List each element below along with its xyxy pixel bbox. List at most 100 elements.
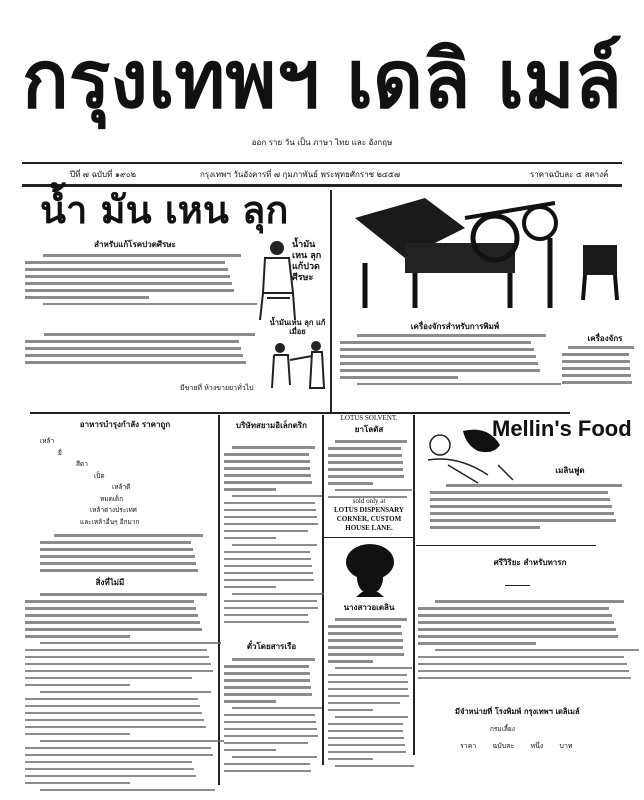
text-line [224,678,311,682]
text-line [224,727,318,731]
text-line [224,713,316,717]
masthead-subtitle: ออก ราย วัน เป็น ภาษา ไทย และ อังกฤษ [251,138,393,147]
text-line [328,736,405,740]
text-line [224,508,317,512]
text-line [25,767,195,771]
text-line [25,781,130,785]
text-line [340,361,538,365]
text-line [418,641,537,645]
illustration-caption: น้ำมันเหน ลุก แก้เมื่อย [269,318,326,336]
text-line [430,511,614,515]
text-line [25,718,204,722]
text-line [334,618,407,621]
text-line [430,518,616,522]
lotus-en-title: LOTUS SOLVENT. [340,414,398,422]
text-line [328,460,403,464]
small-machine-illustration [581,245,619,301]
col1-list-item: เป็ด [94,471,105,480]
masthead: กรุงเทพฯ เดลิ เมล์ [22,34,622,126]
text-line [43,254,241,257]
text-line [334,440,407,443]
text-line [328,743,406,747]
text-line [418,655,625,659]
text-line [224,599,318,603]
text-line [328,659,374,663]
text-line [328,446,401,450]
text-line [25,753,214,757]
text-line [224,529,308,533]
text-line [357,334,547,337]
text-line [562,373,631,377]
text-line [224,522,319,526]
text-line [340,347,534,351]
seated-man-illustration [259,241,296,321]
mellin-text-2 [418,600,640,684]
text-line [224,671,310,675]
col1-list-item: สีดา [76,460,88,468]
text-line [25,281,232,285]
text-line [224,606,319,610]
text-line [25,620,200,624]
top-section-heading: สำหรับแก้โรคปวดศีรษะ [94,240,176,249]
text-line [328,467,404,471]
text-line [418,606,610,610]
text-line [562,359,630,363]
illustration-caption: น้ำมัน เหน ลุก แก้ปวด ศีรษะ [292,240,322,283]
lotus-sold-at: sold only at [352,497,386,505]
text-line [446,484,622,487]
col1-text [40,534,210,576]
text-line [224,685,312,689]
text-line [328,631,402,635]
text-line [224,515,318,519]
text-line [430,497,610,501]
text-line [25,655,210,659]
text-line [25,634,130,638]
top-article-text-2 [25,333,265,368]
text-line [25,339,239,343]
lotus-text [328,440,413,503]
text-line [328,722,403,726]
text-line [328,750,406,754]
text-line [562,380,632,384]
col1-heading-2: สิ่งที่ไม่มี [95,578,125,587]
right-col-heading: เครื่องจักร [587,334,623,343]
text-line [328,624,401,628]
text-line [25,704,200,708]
text-line [224,720,317,724]
divider [416,545,596,547]
col2-heading: บริษัทสยามอิเล็กตริก [236,421,307,430]
text-line [328,645,404,649]
text-line [25,295,149,299]
issue-volume: ปีที่ ๗ ฉบับที่ ๑๙๐๒ [70,170,136,179]
text-line [25,683,130,687]
issue-price: ราคาฉบับละ ๕ สตางค์ [530,170,609,179]
text-line [224,571,314,575]
divider [30,412,570,414]
divider [413,415,415,755]
top-article-text [25,254,257,310]
text-line [328,652,405,656]
text-line [224,452,309,456]
text-line [40,547,193,551]
text-line [25,697,198,701]
mother-child-illustration [427,429,514,484]
divider [324,537,414,538]
printing-press-illustration [355,198,558,308]
text-line [40,561,197,565]
text-line [224,578,315,582]
col1-list-item: เหล้าดี [112,483,131,491]
masthead-title: กรุงเทพฯ เดลิ เมล์ [22,33,622,126]
text-line [418,620,614,624]
mellin-heading-2: ศรีวิริยะ สำหรับทารก [493,558,567,567]
divider [22,162,622,164]
text-line [334,715,409,719]
text-line [40,593,208,596]
text-line [340,375,459,379]
text-line [430,490,608,494]
text-line [328,495,407,499]
divider [505,585,530,586]
text-line [224,734,319,738]
portrait-text [328,618,415,772]
col2-text-2 [224,658,322,777]
text-line [224,585,277,589]
